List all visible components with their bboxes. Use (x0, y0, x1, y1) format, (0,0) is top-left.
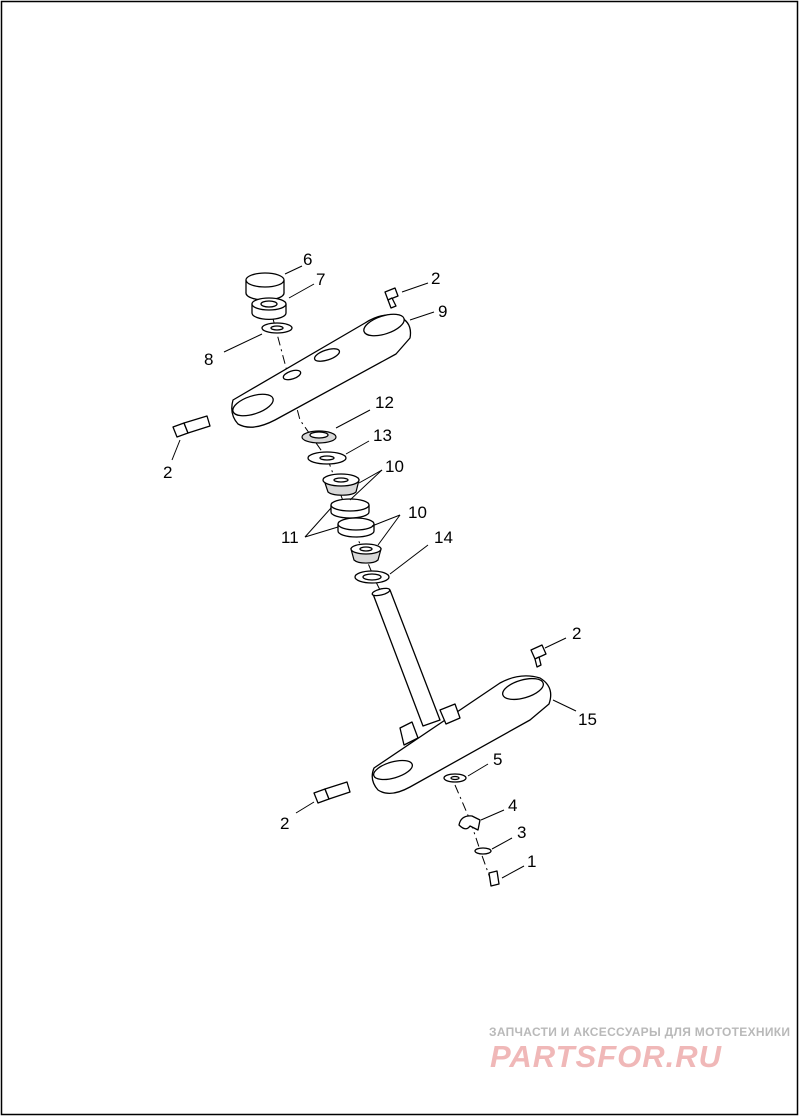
callout-14: 14 (434, 528, 453, 547)
callout-12: 12 (375, 393, 394, 412)
part-4-clip (458, 815, 481, 831)
callout-1: 1 (527, 852, 536, 871)
part-2-bolt-upper-left (172, 415, 211, 438)
part-3-washer (474, 847, 492, 855)
callout-2-lower-left: 2 (280, 814, 289, 833)
callout-13: 13 (373, 426, 392, 445)
callout-15: 15 (578, 710, 597, 729)
part-2-bolt-lower-left (313, 781, 351, 804)
part-7-nut (251, 297, 287, 321)
part-12-seal (301, 430, 337, 444)
stem-tube (371, 587, 441, 727)
callout-2-upper-left: 2 (163, 463, 172, 482)
part-1-screw (488, 870, 500, 887)
callout-2-lower-right: 2 (572, 624, 581, 643)
part-5-washer (443, 773, 467, 783)
leader-lines (171, 265, 577, 879)
part-9-upper-triple-clamp (231, 313, 412, 428)
part-10-bearing-upper (322, 473, 360, 496)
callout-10-lower: 10 (408, 503, 427, 522)
part-6-cap-nut (245, 272, 285, 301)
assembly-axis-lower (454, 784, 491, 879)
part-8-washer (261, 322, 293, 334)
part-10-bearing-lower (350, 543, 382, 564)
callout-7: 7 (316, 270, 325, 289)
callout-10-upper: 10 (385, 457, 404, 476)
watermark-logo: PARTSFOR.RU (490, 1039, 723, 1074)
part-15-lower-triple-clamp (371, 675, 552, 794)
callout-5: 5 (493, 750, 502, 769)
watermark-tagline: ЗАПЧАСТИ И АКСЕССУАРЫ ДЛЯ МОТОТЕХНИКИ (489, 1025, 790, 1039)
callout-11: 11 (281, 528, 299, 547)
part-11-race-cup-lower (337, 517, 375, 538)
callout-6: 6 (303, 250, 312, 269)
part-13-washer (307, 451, 347, 465)
part-14-seal (354, 570, 390, 584)
callout-3: 3 (517, 823, 526, 842)
callout-8: 8 (204, 350, 213, 369)
part-11-race-cup-upper (330, 498, 370, 519)
callout-2-upper-right: 2 (431, 269, 440, 288)
part-2-bolt-upper-right (384, 287, 399, 309)
part-2-bolt-lower-right (530, 644, 547, 668)
callout-9: 9 (438, 302, 447, 321)
callout-4: 4 (508, 796, 517, 815)
